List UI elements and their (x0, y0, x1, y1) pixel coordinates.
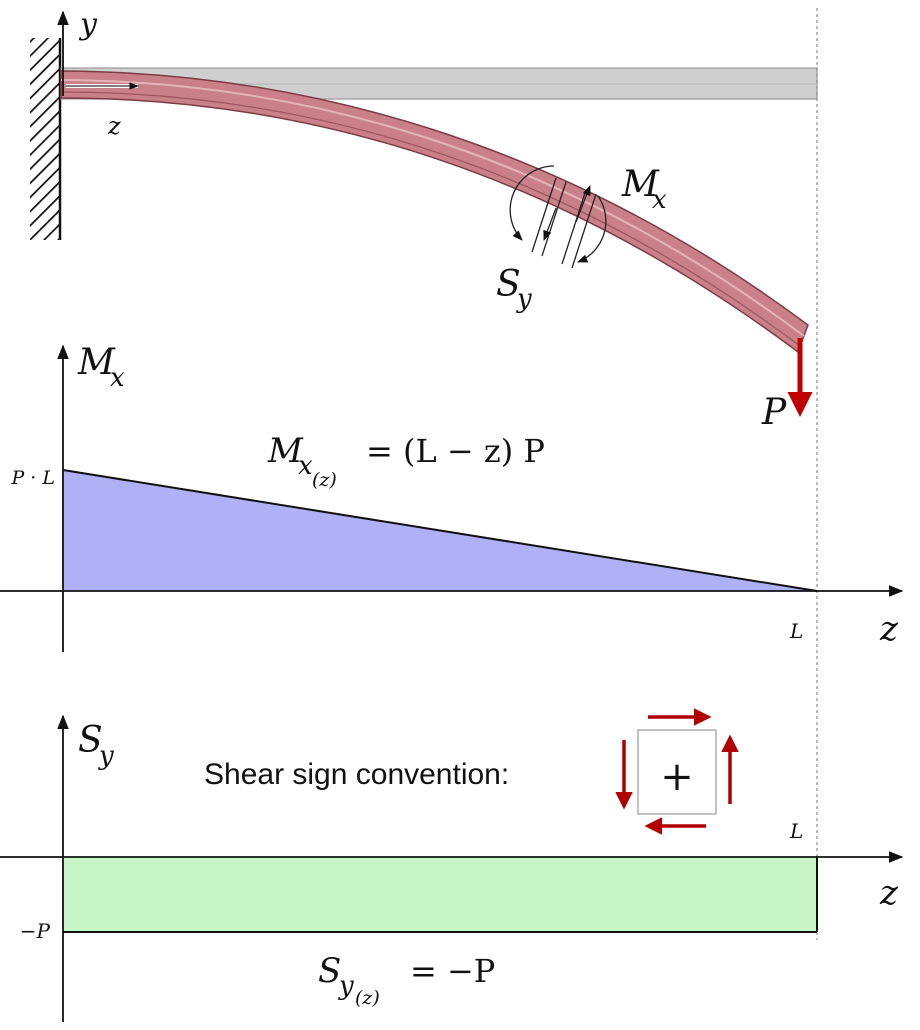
beam-shear-label: S y (496, 264, 532, 314)
moment-axis-label: M x (77, 342, 125, 393)
svg-text:M: M (267, 431, 304, 471)
load-label: P (761, 392, 787, 433)
beam-sketch: y z M x S y P (30, 7, 818, 433)
svg-text:x: x (652, 185, 667, 215)
moment-line (62, 469, 818, 592)
deformed-beam-shadow (60, 91, 801, 347)
moment-x-tick: L (789, 619, 803, 643)
shear-diagram: S y −P L z Shear sign convention: + S y … (0, 708, 904, 1022)
svg-text:= −P: = −P (410, 952, 495, 990)
section-cut (509, 165, 607, 269)
svg-text:= (L − z) P: = (L − z) P (366, 432, 545, 470)
beam-y-label: y (78, 7, 98, 42)
shear-z-label: z (879, 873, 899, 913)
shear-area (63, 857, 817, 932)
beam-moment-label: M x (621, 164, 667, 215)
shear-y-tick: −P (20, 919, 51, 943)
moment-equation: M x (z) = (L − z) P (267, 431, 545, 491)
shear-equation: S y (z) = −P (318, 951, 495, 1009)
shear-convention-box: + (615, 708, 739, 835)
svg-text:x: x (298, 451, 313, 481)
beam-z-label: z (107, 112, 121, 140)
svg-text:y: y (516, 284, 532, 314)
svg-text:S: S (78, 720, 103, 761)
svg-text:(z): (z) (312, 469, 337, 491)
svg-text:S: S (318, 951, 341, 991)
deformed-beam-highlight (60, 79, 805, 337)
shear-x-tick: L (789, 819, 803, 843)
svg-text:M: M (77, 342, 116, 383)
deformed-beam (60, 70, 809, 354)
moment-z-label: z (879, 609, 899, 649)
moment-y-tick: P · L (10, 467, 55, 489)
svg-text:x: x (110, 363, 125, 393)
shear-convention-text: Shear sign convention: (204, 758, 509, 791)
shear-axis-label: S y (78, 720, 114, 771)
svg-text:y: y (338, 971, 354, 1001)
fixed-support-wall (30, 38, 60, 240)
moment-diagram: M x P · L L z M x (z) = (L − z) P (0, 342, 904, 652)
svg-text:y: y (98, 741, 114, 771)
svg-text:(z): (z) (355, 987, 380, 1009)
svg-text:S: S (496, 264, 521, 305)
svg-text:+: + (660, 754, 694, 800)
svg-text:M: M (621, 164, 660, 205)
